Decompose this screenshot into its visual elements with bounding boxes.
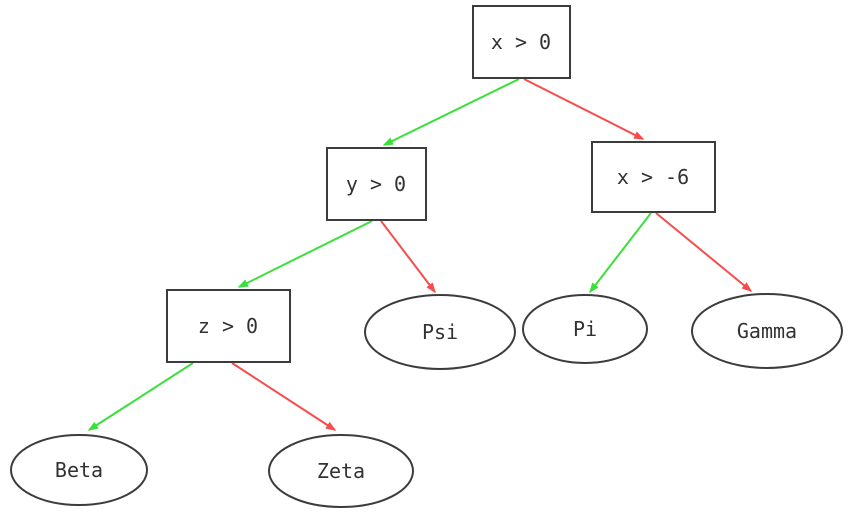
edge-root-to-y-gt-0-true (382, 78, 520, 146)
edge-z-gt-0-to-beta-true (87, 362, 194, 431)
node-label: y > 0 (346, 172, 406, 196)
decision-box (591, 141, 716, 213)
edge-x-gt-neg6-to-gamma-false (655, 212, 753, 292)
node-label: z > 0 (198, 314, 258, 338)
node-leaf-psi: Psi (364, 294, 516, 370)
node-y-gt-0: y > 0 (326, 147, 427, 221)
node-label: Psi (422, 320, 458, 344)
node-x-gt-neg6: x > -6 (591, 141, 716, 213)
edge-y-gt-0-to-z-gt-0-true (237, 220, 373, 288)
leaf-ellipse (522, 294, 648, 364)
leaf-ellipse (10, 434, 148, 506)
node-leaf-zeta: Zeta (268, 434, 414, 508)
decision-box (166, 289, 291, 363)
node-z-gt-0: z > 0 (166, 289, 291, 363)
node-label: x > 0 (491, 30, 551, 54)
decision-box (472, 5, 571, 79)
edge-y-gt-0-to-psi-false (380, 220, 436, 294)
node-label: Zeta (317, 459, 365, 483)
node-leaf-pi: Pi (522, 294, 648, 364)
node-leaf-gamma: Gamma (691, 293, 843, 369)
node-label: x > -6 (617, 165, 689, 189)
leaf-ellipse (268, 434, 414, 508)
edge-root-to-x-gt-neg6-false (523, 78, 645, 140)
node-root-x-gt-0: x > 0 (472, 5, 571, 79)
decision-box (326, 147, 427, 221)
node-label: Beta (55, 458, 103, 482)
node-leaf-beta: Beta (10, 434, 148, 506)
node-label: Pi (573, 317, 597, 341)
edge-x-gt-neg6-to-pi-true (589, 212, 652, 294)
tree-edges (87, 78, 753, 431)
edge-z-gt-0-to-zeta-false (231, 362, 337, 431)
leaf-ellipse (691, 293, 843, 369)
node-label: Gamma (737, 319, 797, 343)
leaf-ellipse (364, 294, 516, 370)
